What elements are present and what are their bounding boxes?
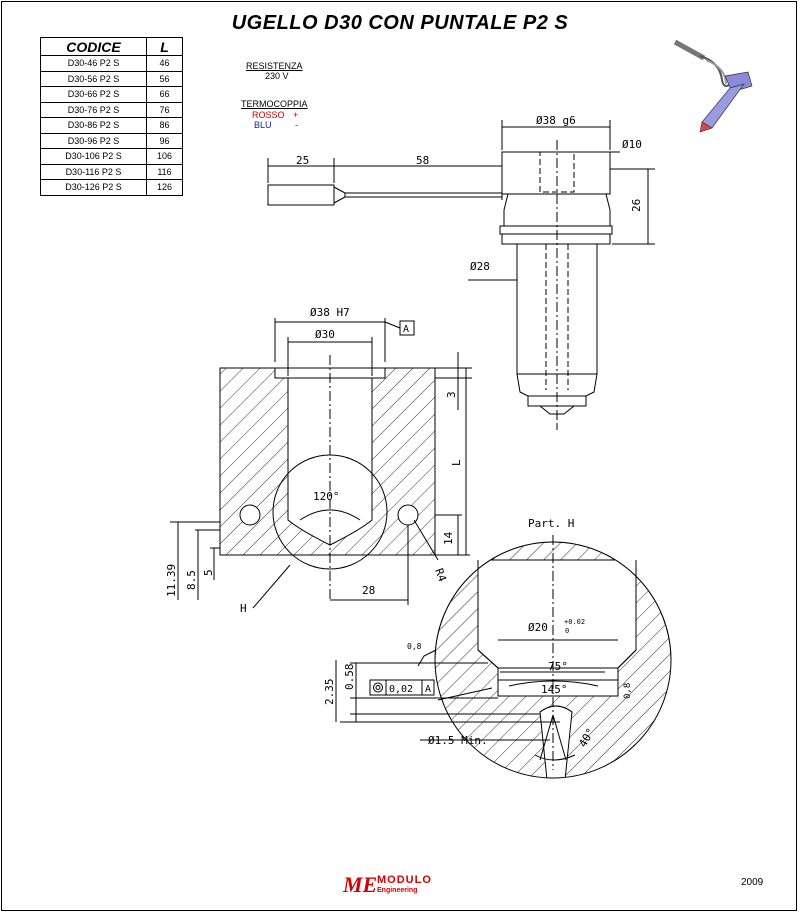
angle-145: 145° [541, 683, 568, 696]
header-l: L [146, 37, 183, 56]
dim-d38g6: Ø38 g6 [536, 114, 576, 127]
dim-d10: Ø10 [622, 138, 642, 151]
logo-bottom-text: Engineering [377, 887, 418, 894]
detail-h-view [335, 320, 672, 779]
termocoppia-label: TERMOCOPPIA [241, 99, 308, 109]
drawing-title: UGELLO D30 CON PUNTALE P2 S [231, 12, 569, 34]
nozzle-side-view [267, 120, 655, 430]
detail-h-marker: H [240, 602, 247, 615]
angle-120: 120° [313, 490, 340, 503]
roughness-0-8: 0,8 [407, 642, 422, 651]
dim-14: 14 [442, 531, 455, 545]
dim-3: 3 [445, 391, 458, 398]
dim-26: 26 [630, 199, 643, 212]
detail-h-title: Part. H [528, 517, 574, 530]
section-view [170, 318, 472, 609]
dim-l: L [450, 459, 463, 466]
rosso-label: ROSSO [252, 110, 285, 120]
nozzle-3d-icon [673, 39, 753, 133]
drawing-year: 2009 [741, 877, 764, 888]
dim-58: 58 [416, 154, 429, 167]
dim-d38h7: Ø38 H7 [310, 306, 350, 319]
dim-11-39: 11.39 [165, 564, 178, 597]
datum-a-label: A [403, 324, 409, 335]
tolerance-lower: 0 [565, 627, 569, 635]
blu-sign: - [295, 120, 298, 130]
rosso-sign: + [293, 110, 299, 120]
dim-5: 5 [202, 569, 215, 576]
dim-d1-5-min: Ø1.5 Min. [428, 734, 488, 747]
dim-28: 28 [362, 584, 375, 597]
dim-0-58: 0.58 [343, 664, 356, 691]
dim-d20: Ø20 [528, 621, 548, 634]
dim-d28: Ø28 [470, 260, 490, 273]
dim-25: 25 [296, 154, 309, 167]
angle-75: 75° [548, 660, 568, 673]
dim-d30: Ø30 [315, 328, 335, 341]
dim-r4: R4 [432, 567, 449, 584]
length-cell: 46 [146, 55, 183, 72]
tolerance-upper: +0.02 [564, 618, 585, 626]
dim-2-35: 2.35 [323, 679, 336, 706]
resistenza-value: 230 V [265, 71, 289, 81]
length-cell: 126 [146, 179, 183, 196]
code-table-header: CODICE L [40, 37, 183, 56]
logo-top-text: MODULO [377, 874, 432, 886]
length-cell: 106 [146, 148, 183, 165]
dim-0-8: 0,8 [623, 683, 633, 699]
blu-label: BLU [254, 120, 272, 130]
header-codice: CODICE [40, 37, 147, 56]
logo-initials: ME [343, 872, 378, 897]
tolerance-datum: A [425, 684, 431, 695]
tolerance-value: 0,02 [389, 684, 413, 695]
resistenza-label: RESISTENZA [246, 61, 303, 71]
dim-8-5: 8.5 [185, 570, 198, 590]
